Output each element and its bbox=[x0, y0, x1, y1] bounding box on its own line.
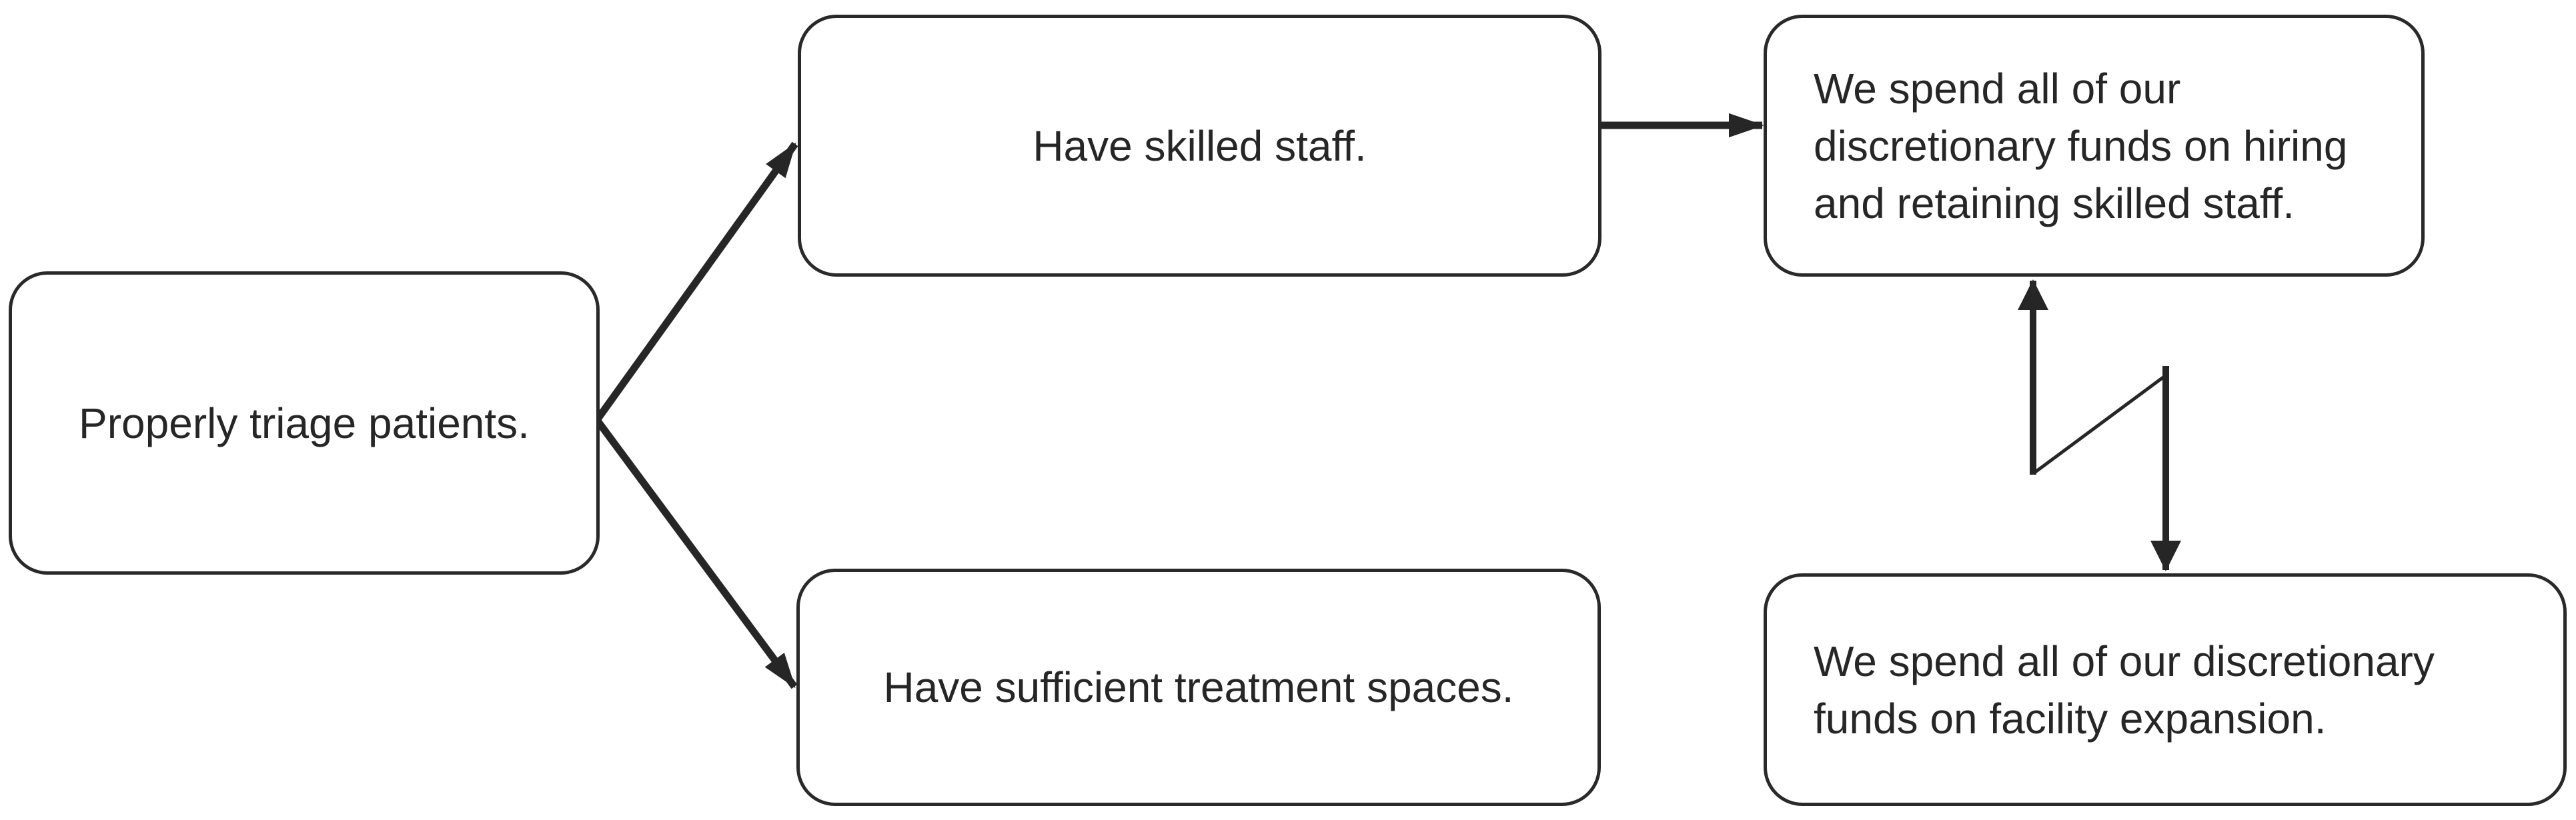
node-funds-on-facility-expansion-label: We spend all of our discretionary funds … bbox=[1814, 637, 2435, 743]
node-funds-on-skilled-staff-label: We spend all of our discretionary funds … bbox=[1814, 64, 2348, 227]
edge-triage-to-treatment-spaces-arrow bbox=[594, 417, 798, 689]
node-funds-on-skilled-staff: We spend all of our discretionary funds … bbox=[1764, 15, 2425, 277]
edge-triage-to-skilled-staff-arrow bbox=[594, 141, 798, 423]
node-properly-triage-patients-label: Properly triage patients. bbox=[79, 399, 530, 447]
conflict-diagonal-line bbox=[2033, 375, 2164, 475]
node-have-sufficient-treatment-spaces-label: Have sufficient treatment spaces. bbox=[883, 663, 1514, 711]
node-funds-on-facility-expansion: We spend all of our discretionary funds … bbox=[1764, 573, 2567, 806]
conflict-zigzag-arrow bbox=[2018, 279, 2181, 571]
node-have-skilled-staff: Have skilled staff. bbox=[798, 15, 1601, 277]
node-have-skilled-staff-label: Have skilled staff. bbox=[1033, 121, 1367, 170]
node-have-sufficient-treatment-spaces: Have sufficient treatment spaces. bbox=[796, 569, 1601, 806]
node-properly-triage-patients: Properly triage patients. bbox=[9, 271, 600, 575]
